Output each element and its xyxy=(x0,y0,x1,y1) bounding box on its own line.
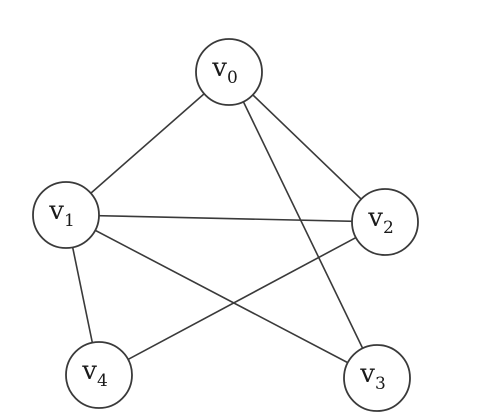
edge-v1-v2 xyxy=(65,214,386,223)
node-v3: v3 xyxy=(343,344,411,412)
node-v0: v0 xyxy=(195,38,263,106)
node-v2: v2 xyxy=(351,188,419,256)
node-label-v3: v3 xyxy=(359,359,386,394)
node-letter: v xyxy=(211,53,227,83)
node-circle-v3 xyxy=(343,344,411,412)
node-letter: v xyxy=(367,203,383,233)
edge-v2-v4 xyxy=(98,221,386,376)
node-subscript: 0 xyxy=(227,68,238,88)
node-circle-v2 xyxy=(351,188,419,256)
node-circle-v4 xyxy=(65,341,133,409)
node-label-v4: v4 xyxy=(81,356,108,391)
node-letter: v xyxy=(81,356,97,386)
node-v1: v1 xyxy=(32,181,100,249)
graph-edges xyxy=(65,71,386,379)
edge-v0-v2 xyxy=(228,71,386,223)
node-subscript: 1 xyxy=(64,211,75,231)
node-v4: v4 xyxy=(65,341,133,409)
node-label-v1: v1 xyxy=(48,196,75,231)
node-letter: v xyxy=(48,196,64,226)
node-label-v2: v2 xyxy=(367,203,394,238)
node-circle-v1 xyxy=(32,181,100,249)
edge-v0-v1 xyxy=(65,71,230,216)
node-subscript: 3 xyxy=(375,374,386,394)
node-label-v0: v0 xyxy=(211,53,238,88)
node-letter: v xyxy=(359,359,375,389)
node-subscript: 4 xyxy=(97,371,108,391)
edge-v0-v3 xyxy=(228,71,378,379)
edge-v1-v3 xyxy=(65,214,378,379)
node-circle-v0 xyxy=(195,38,263,106)
node-subscript: 2 xyxy=(383,218,394,238)
